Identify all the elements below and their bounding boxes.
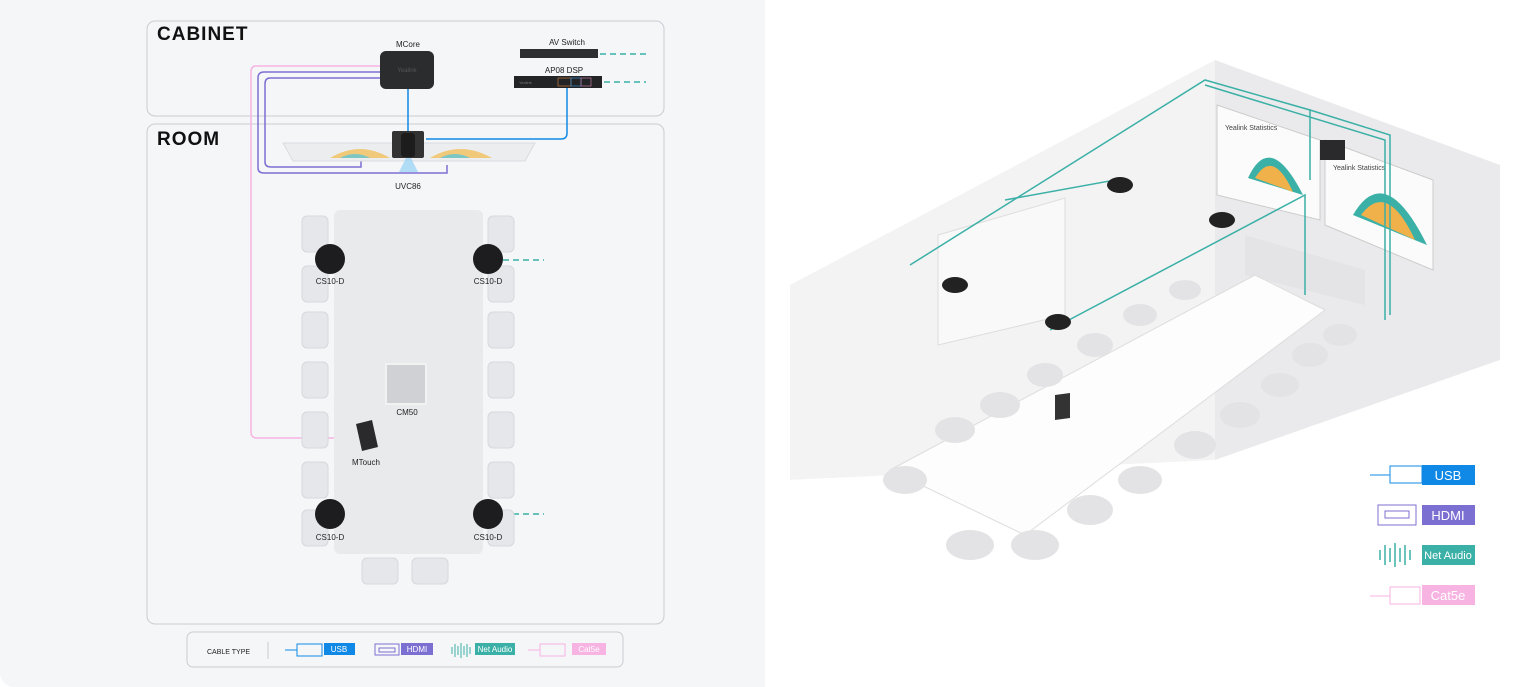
mic-label: CS10-D: [316, 533, 345, 542]
room-3d-panel: Yealink Statistics Yealink Statistics US…: [765, 0, 1527, 687]
cabinet-section: [146, 20, 665, 117]
mcore-brand: Yealink: [397, 68, 417, 74]
mcore-label: MCore: [396, 40, 421, 49]
display-right-title: Yealink Statistics: [1333, 165, 1386, 172]
legend-3d-hdmi-label: HDMI: [1431, 508, 1464, 523]
cs10d-mic-bottom-right[interactable]: [473, 499, 503, 529]
conference-table-3d: [888, 274, 1326, 536]
av-switch-device[interactable]: [520, 49, 598, 58]
sound-wave-icon: [1379, 543, 1411, 567]
legend-3d-hdmi: [1422, 505, 1475, 525]
ethernet-icon: [1370, 586, 1421, 605]
display-left-title: Yealink Statistics: [1225, 125, 1278, 132]
topology-diagram-panel: CABINET ROOM MCore Yealink AV Switch AP0…: [146, 20, 665, 668]
legend-hdmi: [401, 643, 433, 655]
hdmi-cable-right: [257, 71, 448, 174]
whiteboard: [937, 197, 1066, 346]
mic-label: CS10-D: [474, 277, 503, 286]
cs10d-mic-bottom-left[interactable]: [315, 499, 345, 529]
uvc86-label: UVC86: [395, 182, 421, 191]
legend-title: CABLE TYPE: [207, 649, 250, 656]
cs10d-mic-top-right[interactable]: [473, 244, 503, 274]
cs10d-mic-top-left[interactable]: [315, 244, 345, 274]
topology-diagram: CABINET ROOM MCore Yealink AV Switch AP0…: [146, 20, 665, 668]
legend-3d-cat5e: [1422, 585, 1475, 605]
cat5e-cable: [250, 65, 380, 439]
cm50-label: CM50: [396, 408, 418, 417]
ceiling-mic-3d: [942, 277, 968, 293]
ceiling-mic-3d: [1045, 314, 1071, 330]
mic-label: CS10-D: [474, 533, 503, 542]
mic-label: CS10-D: [316, 277, 345, 286]
usb-cable-dsp: [426, 88, 568, 140]
legend-net-audio-label: Net Audio: [478, 645, 513, 654]
dsp-label: AP08 DSP: [545, 66, 583, 75]
usb-icon: [285, 643, 323, 657]
legend-3d-usb: [1422, 465, 1475, 485]
room-heading: ROOM: [157, 129, 220, 150]
hdmi-icon: [374, 643, 400, 656]
legend-3d-net-audio-label: Net Audio: [1424, 550, 1472, 562]
legend-hdmi-label: HDMI: [407, 645, 427, 654]
legend-3d-net-audio: [1422, 545, 1475, 565]
legend-usb: [324, 643, 355, 655]
legend-cat5e-label: Cat5e: [578, 645, 600, 654]
sound-wave-icon: [451, 643, 471, 658]
legend-net-audio: [475, 643, 515, 655]
mtouch-label: MTouch: [352, 458, 380, 467]
av-switch-label: AV Switch: [549, 38, 585, 47]
room-3d-render: Yealink Statistics Yealink Statistics US…: [765, 60, 1527, 687]
hdmi-icon: [1377, 504, 1417, 526]
mcore-device[interactable]: [380, 51, 434, 89]
touch-panel-3d: [1055, 393, 1070, 420]
ethernet-icon: [528, 643, 566, 657]
camera-3d: [1320, 140, 1345, 160]
hdmi-cable-left: [264, 77, 380, 168]
legend-3d-usb-label: USB: [1435, 468, 1462, 483]
chairs: [301, 215, 515, 585]
legend-3d-cat5e-label: Cat5e: [1431, 588, 1466, 603]
dsp-brand: Yealink: [519, 80, 532, 85]
cable-legend: [186, 631, 624, 668]
ceiling-mic-3d: [1209, 212, 1235, 228]
legend-cat5e: [572, 643, 606, 655]
legend-usb-label: USB: [331, 645, 347, 654]
ceiling-mic-3d: [1107, 177, 1133, 193]
room-section: [146, 123, 665, 625]
mtouch-panel[interactable]: [356, 420, 378, 451]
cabinet-heading: CABINET: [157, 24, 248, 45]
cm50-ceiling-mic[interactable]: [385, 363, 427, 405]
chairs-3d: [883, 280, 1357, 560]
